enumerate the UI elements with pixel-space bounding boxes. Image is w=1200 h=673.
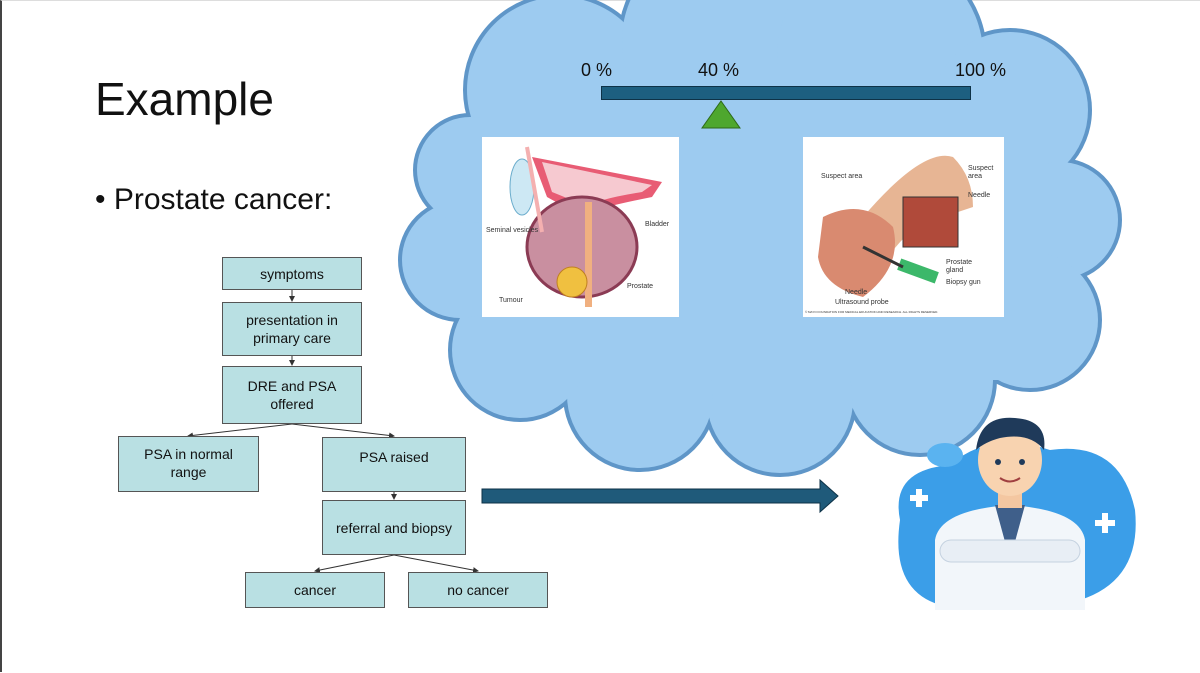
slide-title: Example — [95, 73, 274, 125]
flow-box-cancer: cancer — [245, 572, 385, 608]
scale-min-label: 0 % — [581, 60, 613, 80]
flow-box-symptoms: symptoms — [222, 257, 362, 290]
prostate-biopsy-image: Suspect area Suspect area Needle Prostat… — [803, 137, 1004, 317]
flow-box-psa-raised: PSA raised — [322, 437, 466, 492]
label-bladder: Bladder — [645, 221, 670, 228]
flow-box-presentation: presentation in primary care — [222, 302, 362, 356]
scale-marker-label: 40 % — [698, 60, 740, 80]
scale-bar — [601, 86, 971, 100]
flow-box-dre-psa: DRE and PSA offered — [222, 366, 362, 424]
copyright-text: © MAYO FOUNDATION FOR MEDICAL EDUCATION … — [805, 310, 939, 314]
scale-max-label: 100 % — [955, 60, 1007, 80]
flow-box-no-cancer: no cancer — [408, 572, 548, 608]
label-tumour: Tumour — [499, 297, 523, 304]
referral-arrow — [481, 478, 839, 514]
label-prostate: Prostate — [627, 283, 654, 290]
label-suspect-area-right: Suspect area — [968, 165, 994, 180]
flow-box-psa-normal: PSA in normal range — [118, 436, 259, 492]
flow-box-referral-biopsy: referral and biopsy — [322, 500, 466, 555]
label-needle-right: Needle — [968, 192, 991, 199]
label-biopsy-gun: Biopsy gun — [946, 279, 981, 286]
label-ultrasound-probe: Ultrasound probe — [835, 299, 889, 306]
label-prostate-gland: Prostate gland — [946, 259, 973, 274]
prostate-anatomy-image: Seminal vesicles Bladder Prostate Tumour — [482, 137, 679, 317]
bullet-prostate-cancer: • Prostate cancer: — [95, 183, 333, 216]
label-seminal-vesicles: Seminal vesicles — [486, 227, 539, 234]
label-suspect-area-left: Suspect area — [821, 173, 863, 180]
doctor-illustration — [898, 417, 1136, 610]
scale-marker-triangle — [701, 100, 741, 129]
label-needle-bottom: Needle — [845, 289, 868, 296]
